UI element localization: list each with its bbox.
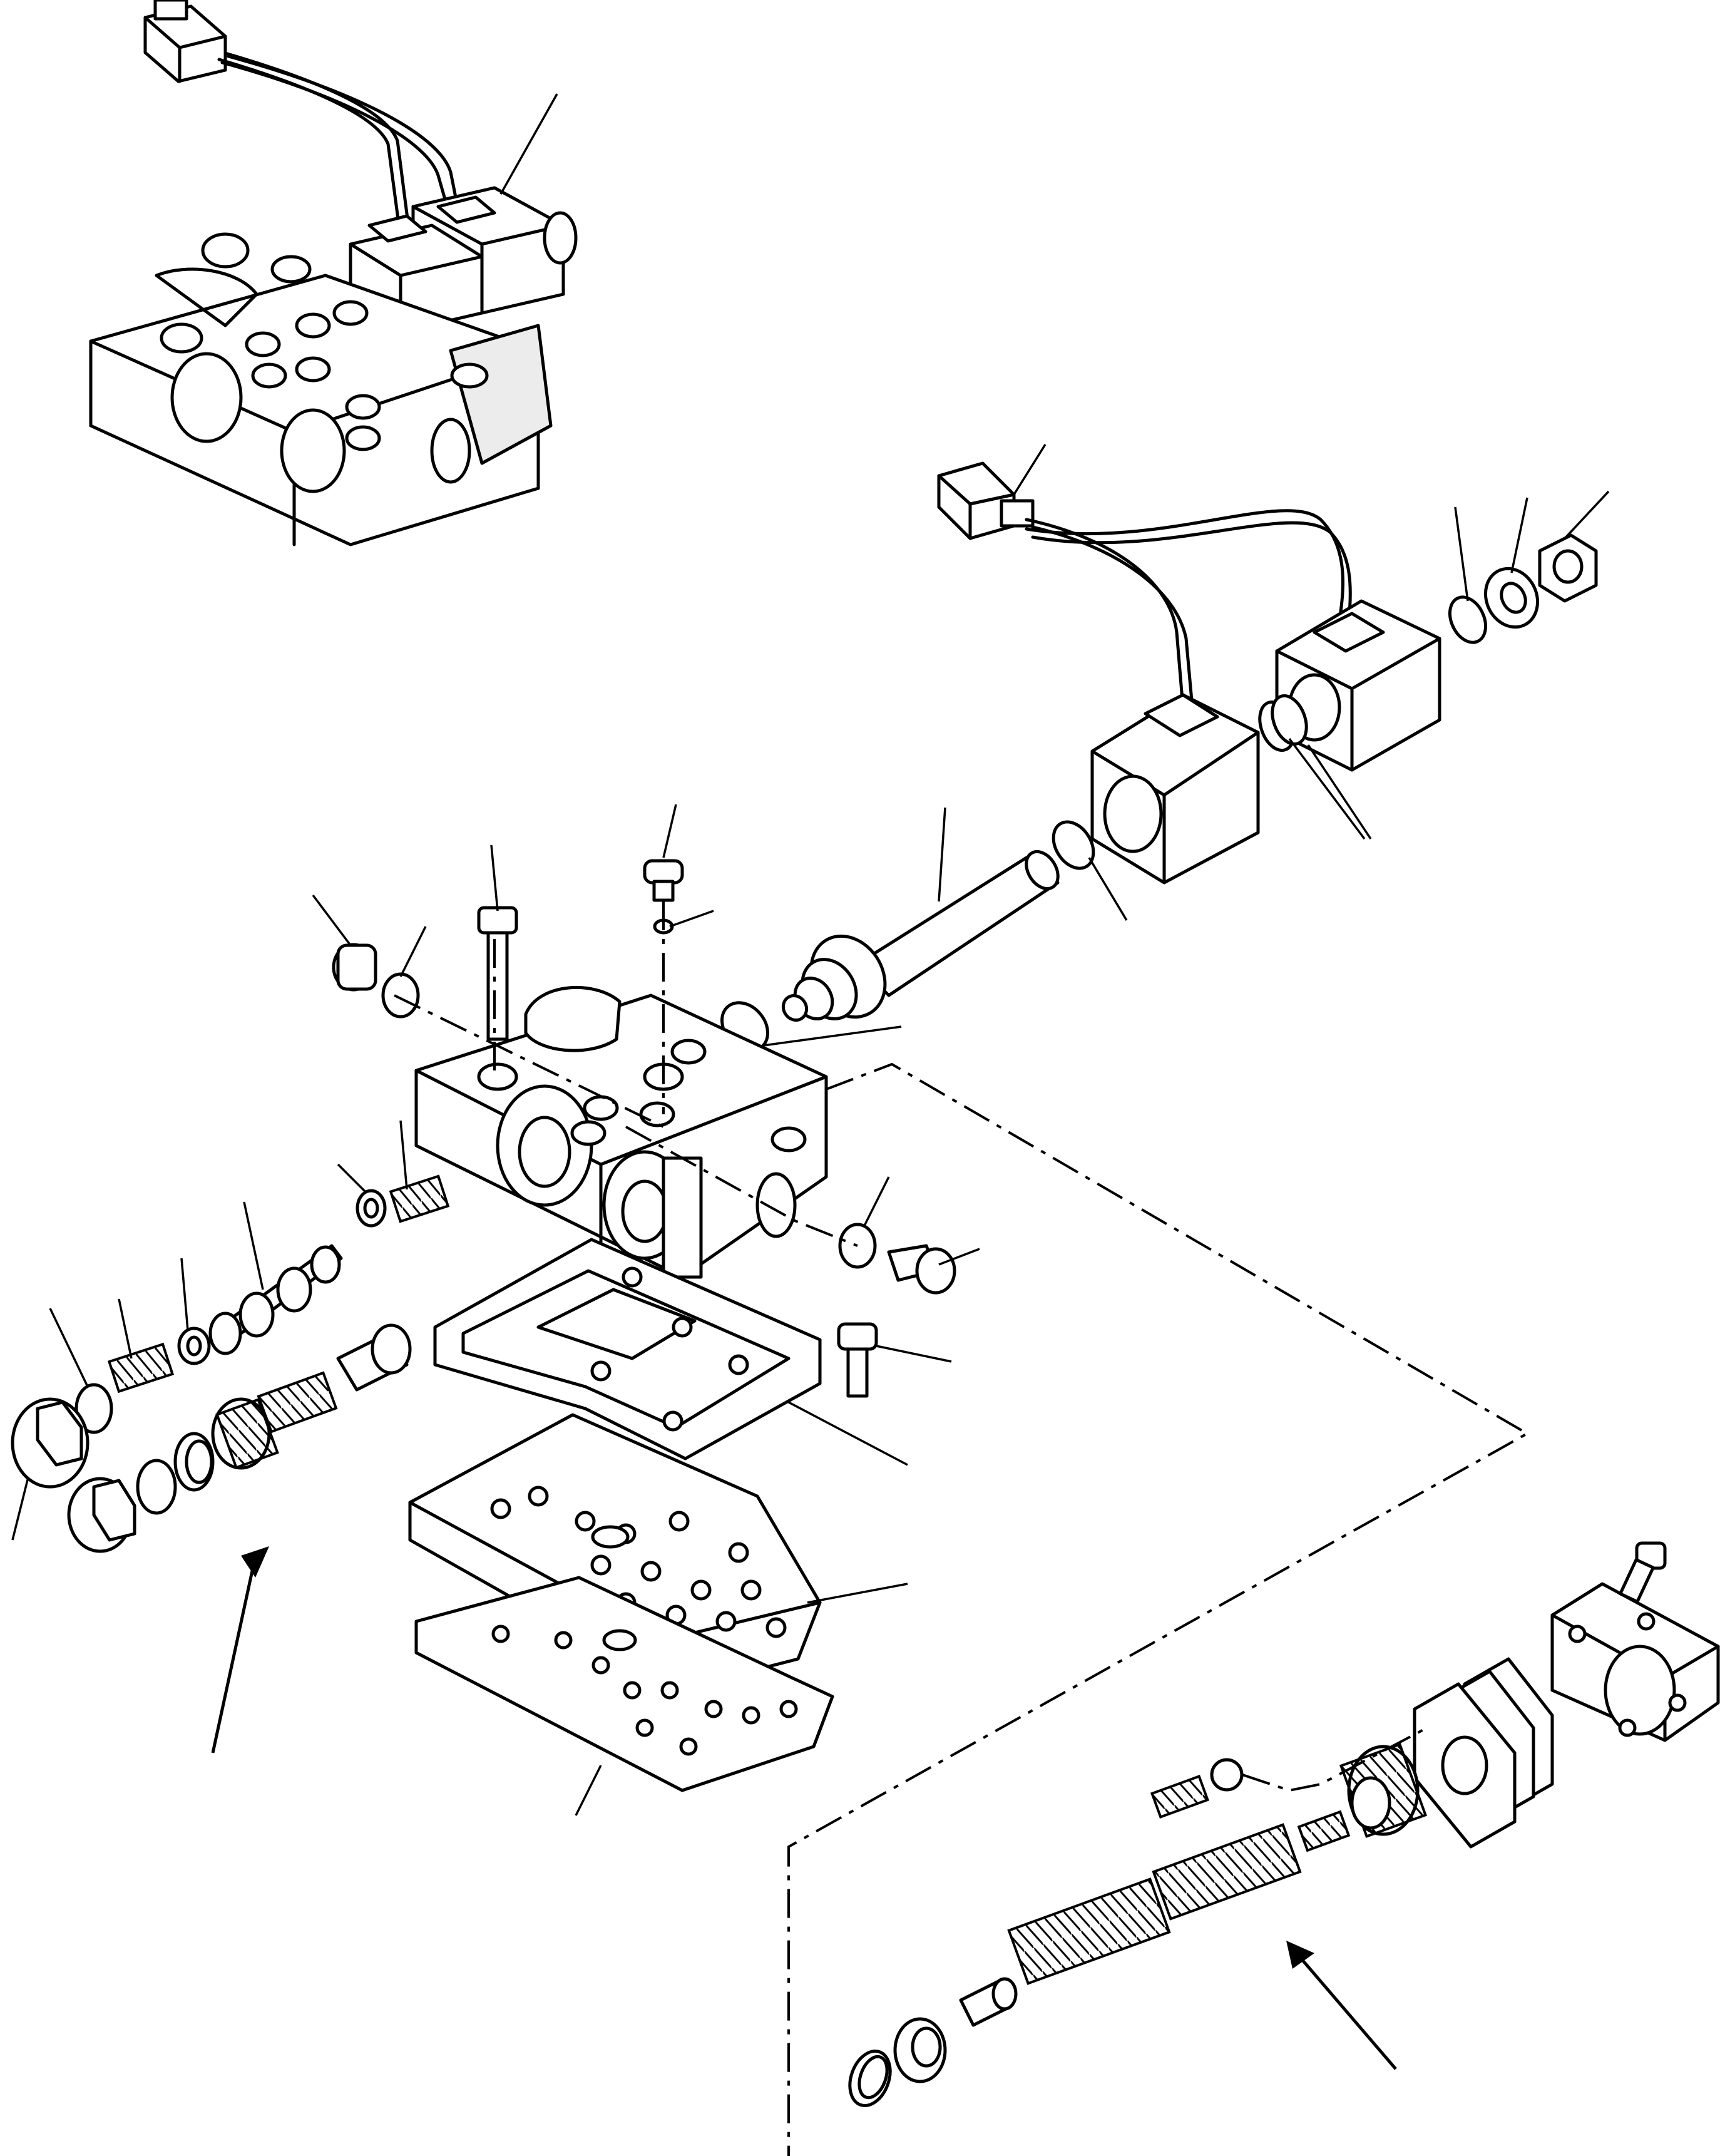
leader-line (499, 93, 558, 195)
spool-valve-parts-lower (67, 1323, 412, 1553)
piston-end-plug (67, 1477, 136, 1553)
spool (208, 1201, 343, 1355)
coil-retainer-parts (1448, 533, 1598, 644)
accumulator-ball-spring (1150, 1727, 1428, 1819)
body-side-plug-right (838, 1176, 980, 1295)
piston-cup (336, 1323, 412, 1392)
valve-body-fasteners (312, 804, 980, 1398)
lower-gasket (414, 1576, 834, 1816)
leader-line (807, 1583, 908, 1604)
harness-and-coils (937, 444, 1610, 885)
coil-seal-rings (1258, 694, 1308, 752)
valve-body (414, 986, 828, 1279)
accumulator-spring-seat (893, 2017, 947, 2083)
leader-line (1454, 506, 1469, 602)
spool-valve-parts-upper (11, 1120, 450, 1541)
leader-line (763, 1025, 902, 1047)
spool-spring-a (389, 1120, 450, 1223)
piston-o-ring (136, 1459, 177, 1515)
accumulator-cover-screw (1619, 1541, 1667, 1604)
accumulator-cover (1550, 1582, 1720, 1742)
accumulator-piston (1339, 1742, 1428, 1839)
leader-line (938, 807, 946, 902)
separator-plate (408, 1413, 908, 1692)
leader-line (1013, 444, 1047, 495)
lower-gasket-holes (491, 1625, 798, 1756)
piston-snap-ring (173, 1432, 215, 1492)
accumulator-long-springs (1007, 1823, 1302, 1985)
solenoid-coil-front (1090, 693, 1260, 885)
body-top-plug (643, 804, 714, 935)
leader-line (1288, 737, 1366, 840)
spool-end-plug (11, 1397, 90, 1541)
accumulator-pin (959, 1977, 1018, 2027)
detail-boundary (787, 1062, 1530, 2156)
piston (211, 1397, 279, 1470)
leader-line (1564, 490, 1610, 540)
piston-spring (257, 1371, 338, 1434)
accumulator-gaskets (1413, 1657, 1554, 1849)
harness-wires (1025, 509, 1352, 709)
direction-arrow-right (1286, 1941, 1397, 2070)
leader-line (1088, 857, 1128, 921)
leader-line (788, 1401, 908, 1466)
assembled-connector (143, 0, 227, 83)
leader-line (1307, 744, 1372, 839)
direction-arrow-left (211, 1546, 269, 1753)
spool-washer-b (177, 1258, 211, 1365)
stem-o-ring (1052, 820, 1095, 870)
assembled-valve-body (89, 232, 553, 547)
solenoid-coil-rear (1275, 599, 1441, 772)
accumulator-small-spring (1297, 1810, 1351, 1852)
accumulator-parts (848, 1541, 1720, 2108)
assembled-valve-block (89, 0, 578, 547)
spool-washer-a (337, 1163, 387, 1228)
leader-line (575, 1765, 602, 1816)
body-bolt (477, 844, 518, 1041)
body-side-plug-left (312, 894, 427, 1019)
solenoid-valve-stem (720, 807, 1128, 1052)
harness-connector (937, 461, 1035, 540)
spool-o-ring (49, 1308, 113, 1434)
leader-line (1510, 497, 1528, 573)
plate-holes (490, 1486, 787, 1638)
valve-body-gasket (433, 1238, 908, 1466)
assembled-wire-harness (217, 51, 462, 240)
accumulator-snap-ring (848, 2049, 892, 2108)
cover-screw (837, 1322, 952, 1398)
spool-spring-b (107, 1298, 175, 1394)
